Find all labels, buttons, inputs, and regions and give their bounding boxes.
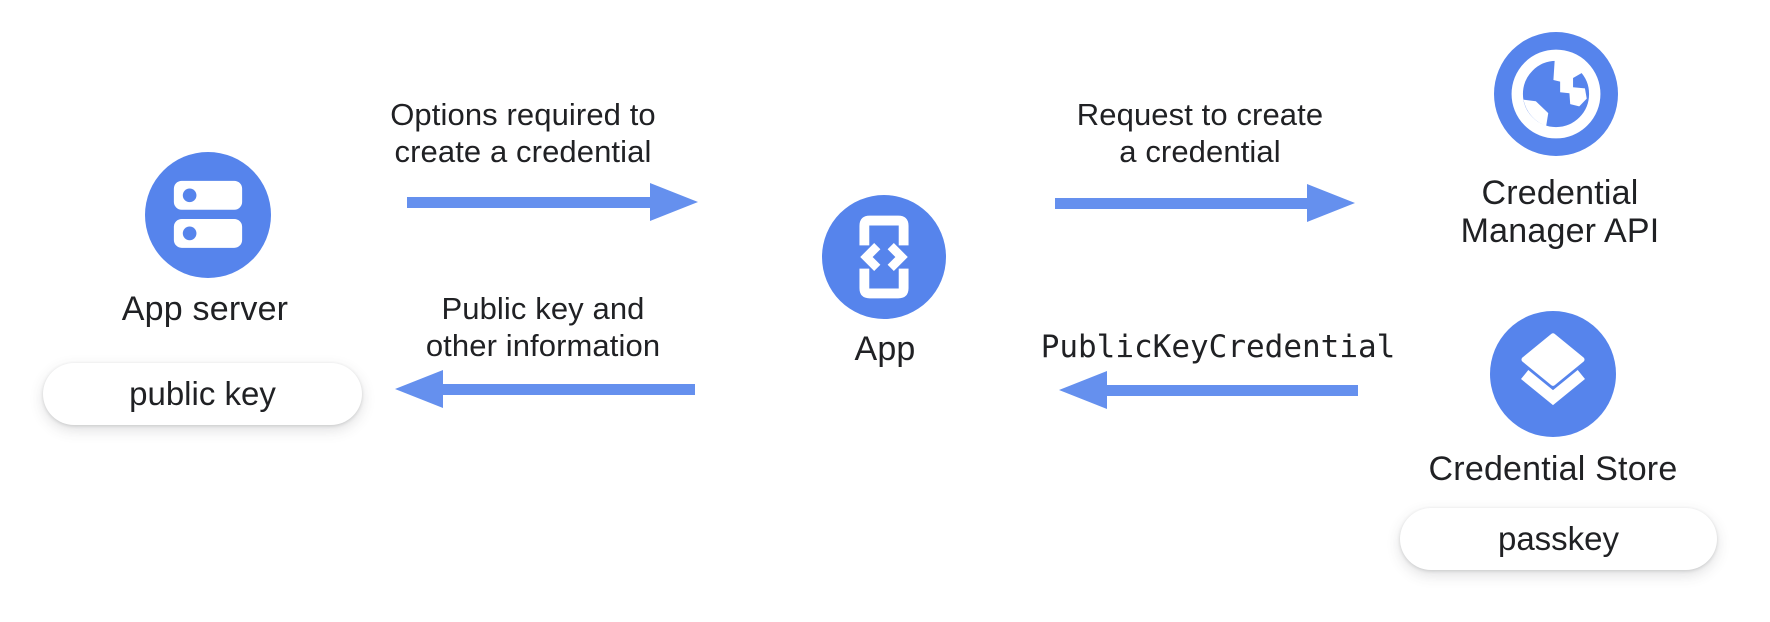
credential-store-circle: [1490, 311, 1616, 437]
arrow-label-public-key-line2: other information: [425, 328, 661, 363]
arrow-label-request-line2: a credential: [1119, 134, 1281, 169]
arrowhead-left-icon: [1059, 371, 1107, 409]
credential-manager-label: Credential Manager API: [1461, 174, 1660, 250]
passkey-pill-label: passkey: [1497, 520, 1620, 557]
arrow-request-right: [1055, 184, 1355, 222]
app-label: App: [854, 330, 916, 368]
arrow-shaft: [1107, 384, 1358, 396]
arrow-label-request: Request to create a credential: [1077, 96, 1323, 170]
arrowhead-right-icon: [650, 183, 698, 221]
public-key-pill: public key: [43, 363, 362, 425]
credential-store-label: Credential Store: [1428, 450, 1678, 488]
arrow-label-publickeycredential: PublicKeyCredential: [1040, 329, 1396, 365]
arrow-label-options-line2: create a credential: [394, 134, 652, 169]
app-server-circle: [145, 152, 271, 278]
public-key-pill-label: public key: [129, 375, 276, 412]
arrow-publickeycredential-left: [1059, 371, 1358, 409]
phone-code-icon: [859, 215, 909, 299]
credential-manager-label-line1: Credential: [1481, 174, 1639, 212]
arrow-options-right: [407, 183, 698, 221]
credential-manager-circle: [1494, 32, 1618, 156]
arrow-label-request-line1: Request to create: [1076, 97, 1324, 132]
arrow-label-options-line1: Options required to: [390, 97, 656, 132]
arrow-shaft: [1055, 197, 1307, 209]
arrow-shaft: [443, 383, 695, 395]
app-circle: [822, 195, 946, 319]
arrowhead-right-icon: [1307, 184, 1355, 222]
arrow-public-key-left: [395, 370, 695, 408]
arrow-shaft: [407, 196, 650, 208]
credential-manager-label-line2: Manager API: [1460, 212, 1660, 250]
layers-icon: [1521, 333, 1585, 406]
arrow-label-options: Options required to create a credential: [390, 96, 656, 170]
passkey-pill: passkey: [1400, 508, 1717, 570]
globe-icon: [1511, 49, 1601, 139]
server-icon: [173, 180, 243, 248]
arrow-label-public-key: Public key and other information: [426, 290, 660, 364]
app-server-label: App server: [121, 290, 289, 328]
arrow-label-public-key-line1: Public key and: [441, 291, 645, 326]
arrowhead-left-icon: [395, 370, 443, 408]
